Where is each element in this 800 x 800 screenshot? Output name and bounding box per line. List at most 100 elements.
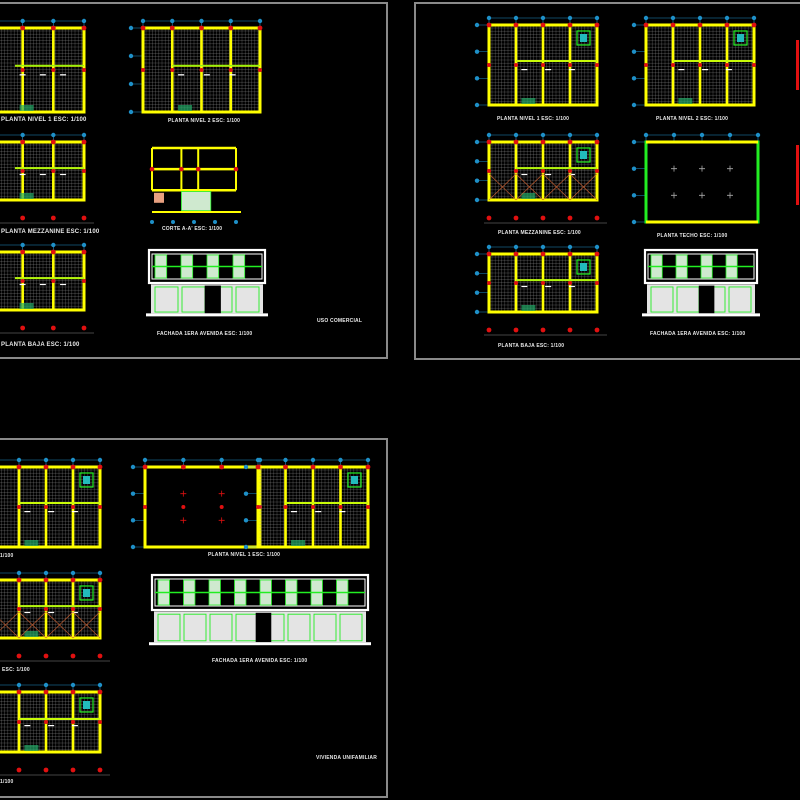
column — [258, 68, 262, 72]
column — [697, 22, 703, 28]
room-label — [521, 69, 528, 71]
room-label — [203, 74, 210, 76]
column — [514, 281, 518, 285]
planter — [178, 105, 193, 111]
column — [595, 63, 599, 67]
partial-plan-edge — [796, 40, 799, 90]
room-label — [19, 283, 26, 286]
facade-elevation — [146, 248, 268, 317]
column — [51, 68, 56, 72]
column — [20, 139, 26, 145]
floor-plan — [631, 15, 757, 108]
axis-marker — [243, 544, 249, 550]
room-label — [71, 511, 78, 513]
column — [255, 464, 261, 470]
column-cross — [218, 490, 225, 497]
column-cross — [180, 517, 187, 524]
column — [219, 464, 225, 470]
column-cross — [699, 165, 705, 172]
storefront — [183, 613, 207, 642]
floor-plan — [474, 132, 607, 224]
axis-marker — [130, 491, 136, 496]
column — [16, 689, 22, 695]
column — [70, 689, 76, 695]
axis-marker — [474, 139, 480, 145]
column — [219, 505, 224, 509]
column — [181, 505, 186, 509]
column — [97, 464, 103, 470]
column — [311, 505, 315, 509]
column-marker — [50, 215, 56, 221]
storefront — [180, 191, 212, 212]
column — [486, 251, 492, 257]
column — [487, 63, 491, 67]
void-cross — [488, 173, 517, 201]
column — [17, 607, 21, 611]
column — [228, 25, 234, 31]
title-plan-level1: PLANTA NIVEL 1 ESC: 1/100 — [497, 116, 570, 122]
stair-core — [79, 585, 94, 601]
room-label — [39, 283, 46, 286]
column — [43, 464, 49, 470]
column-marker — [540, 215, 546, 221]
column — [671, 63, 675, 67]
column-marker — [20, 215, 26, 221]
column — [594, 22, 600, 28]
stair-core — [347, 472, 362, 488]
storefront — [287, 613, 311, 642]
axis-marker — [243, 518, 249, 523]
column — [594, 139, 600, 145]
column — [20, 279, 25, 283]
axis-marker — [192, 220, 196, 224]
column — [752, 63, 756, 67]
room-label — [229, 74, 236, 76]
axis-marker — [474, 290, 480, 295]
column — [71, 505, 75, 509]
floor-plan — [474, 15, 600, 108]
column-marker — [16, 653, 22, 659]
planter — [24, 540, 39, 546]
axis-marker — [474, 49, 480, 54]
column — [199, 68, 204, 72]
title-mezzanine: PLANTA MEZZANINE ESC: 1/100 — [1, 229, 100, 235]
room-label — [521, 173, 528, 176]
title-plan-level2: PLANTA NIVEL 2 ESC: 1/100 — [168, 118, 241, 124]
column — [20, 68, 25, 72]
axis-marker — [234, 220, 238, 224]
column — [540, 251, 546, 257]
column — [141, 68, 145, 72]
floor-plan — [0, 132, 94, 224]
axis-marker — [130, 544, 136, 550]
column — [50, 25, 56, 31]
planter — [678, 98, 693, 104]
stair-core — [576, 259, 591, 275]
stair-core — [79, 697, 94, 713]
column — [724, 22, 730, 28]
column — [169, 25, 175, 31]
column — [541, 63, 545, 67]
entrance-door — [698, 285, 715, 314]
column — [338, 464, 343, 470]
axis-marker — [631, 102, 637, 108]
partial-plan-edge — [796, 145, 799, 205]
title-plan-level1: PLANTA NIVEL 1 ESC: 1/100 — [1, 117, 87, 123]
title-facade: FACHADA 1ERA AVENIDA ESC: 1/100 — [212, 658, 308, 664]
column — [514, 63, 518, 67]
room-label — [48, 725, 55, 727]
column — [98, 607, 102, 611]
column — [43, 577, 49, 583]
room-label — [521, 285, 528, 288]
axis-marker — [631, 49, 637, 54]
column — [698, 63, 702, 67]
column — [310, 464, 316, 470]
title-facade: FACHADA 1ERA AVENIDA ESC: 1/100 — [157, 331, 253, 337]
stair — [154, 192, 164, 203]
column-marker — [81, 325, 87, 331]
planter — [521, 98, 536, 104]
column — [595, 169, 599, 173]
column-marker — [513, 215, 519, 221]
floor-plan — [243, 457, 371, 550]
column — [567, 139, 573, 145]
planter — [24, 631, 39, 637]
